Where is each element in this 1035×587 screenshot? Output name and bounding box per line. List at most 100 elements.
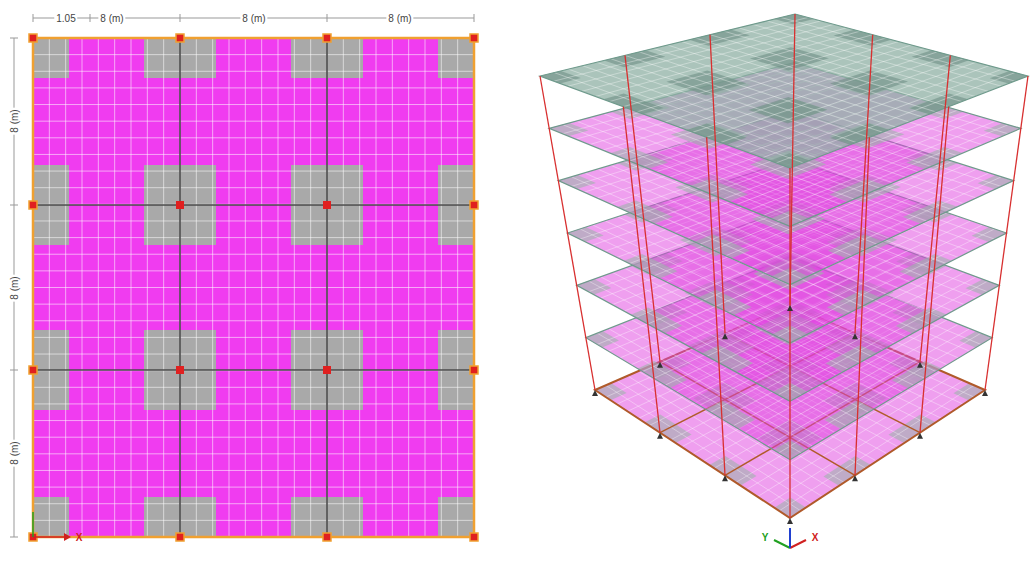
drop-panel [966, 279, 1000, 295]
column [710, 35, 725, 334]
support-symbol [657, 433, 663, 439]
column [470, 533, 478, 541]
column [855, 35, 873, 334]
drop-panel [33, 38, 69, 78]
support-symbol [917, 433, 923, 439]
dimension-value: 8 (m) [9, 439, 20, 466]
dimension-value: 8 (m) [240, 13, 267, 24]
mesh-line [665, 45, 912, 122]
drop-panel [953, 383, 985, 400]
dimension-tick [10, 537, 18, 538]
floor-plan [29, 34, 478, 541]
drop-panel [540, 71, 581, 83]
drop-panel [990, 71, 1028, 83]
arrow-head [64, 533, 71, 541]
column [323, 201, 331, 209]
support-symbol [787, 518, 793, 524]
support-symbol [592, 390, 598, 396]
drop-panel [984, 123, 1021, 136]
mesh-line [33, 453, 474, 454]
mesh-line [554, 17, 808, 81]
mesh-line [327, 38, 328, 537]
drop-panel [549, 123, 588, 136]
dimension-tick [180, 14, 181, 22]
dimension-tick [10, 38, 18, 39]
drop-panel [770, 153, 809, 168]
column [470, 201, 478, 209]
dimension-value: 8 (m) [9, 107, 20, 134]
column [176, 201, 184, 209]
mesh-line [33, 387, 474, 388]
dimension-value: 8 (m) [386, 13, 413, 24]
support-symbol [852, 333, 858, 339]
axis-label: X [810, 532, 821, 543]
dimension-lines [10, 14, 474, 537]
dimension-tick [10, 205, 18, 206]
column [176, 34, 184, 42]
column [29, 201, 37, 209]
mesh-line [596, 28, 847, 97]
dimension-value: 1.05 [54, 13, 77, 24]
drop-panel [438, 497, 474, 537]
drop-panel [972, 227, 1007, 242]
support-symbol [982, 390, 988, 396]
slab-surface [540, 14, 1028, 168]
slab-edge [540, 14, 1028, 168]
mesh-line [33, 304, 474, 305]
mesh-line [33, 503, 474, 504]
mesh-line [33, 403, 474, 404]
dimension-tick [90, 14, 91, 22]
mesh-line [33, 204, 474, 205]
mesh-line [33, 87, 474, 88]
edge-beam [33, 38, 474, 537]
grid-beam [326, 38, 328, 537]
support-symbol [787, 305, 793, 311]
mesh-line [33, 487, 474, 488]
support-symbol [722, 475, 728, 481]
column [625, 55, 660, 361]
grid-beam [33, 204, 474, 206]
drop-panel [438, 38, 474, 78]
support-symbol [722, 333, 728, 339]
column [540, 76, 595, 390]
mesh-line [33, 420, 474, 421]
y-axis-arrow [774, 540, 790, 548]
mesh-line [33, 337, 474, 338]
drop-panel [577, 279, 612, 295]
mesh-line [33, 354, 474, 355]
column [29, 34, 37, 42]
mesh-line [33, 270, 474, 271]
dimension-tick [33, 14, 34, 22]
mesh-line [582, 24, 834, 91]
mesh-line [33, 54, 474, 55]
grid-beam [33, 369, 474, 371]
z-axis-arrow [789, 528, 791, 548]
column [29, 366, 37, 374]
dimension-value: 8 (m) [98, 13, 125, 24]
mesh-line [33, 237, 474, 238]
axis-label: X [74, 532, 85, 543]
support-symbol [657, 362, 663, 368]
column [470, 366, 478, 374]
column [323, 533, 331, 541]
mesh-line [33, 520, 474, 521]
column [623, 107, 660, 433]
drop-panel [774, 14, 813, 24]
dimension-tick [10, 370, 18, 371]
mesh-line [33, 71, 474, 72]
mesh-line [33, 470, 474, 471]
y-axis-arrow [32, 512, 34, 537]
column [985, 76, 1028, 390]
column [470, 34, 478, 42]
column [323, 34, 331, 42]
mesh-line [33, 171, 474, 172]
drop-panel [978, 175, 1014, 189]
building-3d [540, 14, 1028, 524]
grid-beam [179, 38, 181, 537]
drop-panel [558, 175, 596, 189]
plan-axis [33, 512, 71, 541]
dimension-tick [327, 14, 328, 22]
column [323, 366, 331, 374]
